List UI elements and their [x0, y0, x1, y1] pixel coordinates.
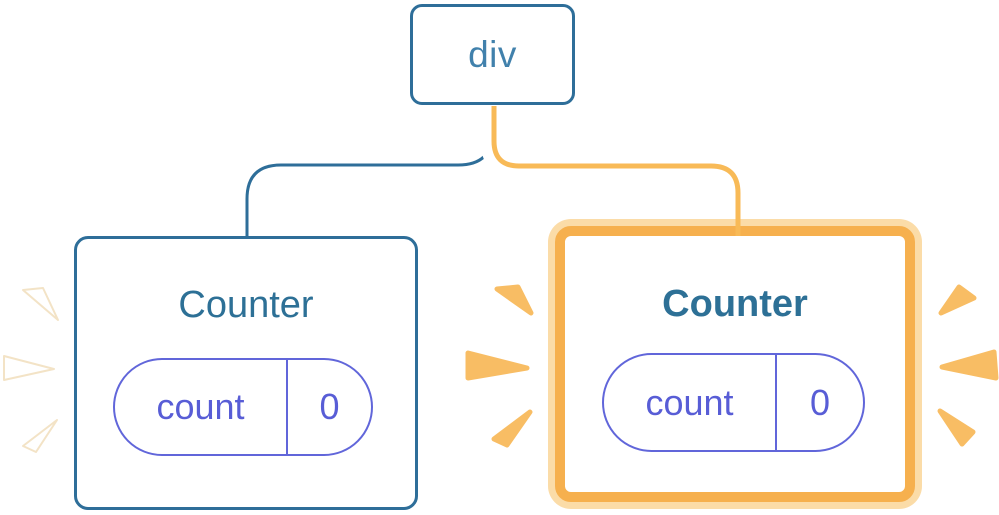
spark-icon [491, 409, 533, 448]
edge-to-left-counter [245, 104, 495, 239]
spark-icon [938, 284, 977, 316]
spark-icon [22, 287, 59, 321]
spark-icon [3, 355, 55, 381]
root-node-card: div [410, 4, 575, 105]
left-burst-icon [3, 287, 59, 453]
left-counter-title: Counter [178, 284, 314, 326]
left-counter-card: Counter count 0 [74, 236, 418, 510]
root-node-label: div [468, 33, 517, 75]
state-key-label: count [115, 360, 288, 454]
right-counter-card: Counter count 0 [555, 226, 915, 502]
spark-icon [22, 419, 58, 453]
right-state-pill: count 0 [602, 353, 865, 452]
spark-icon [465, 350, 530, 381]
inner-burst-icon [465, 284, 534, 448]
right-counter-title: Counter [662, 283, 808, 325]
left-state-pill: count 0 [113, 358, 373, 456]
edge-to-right-counter [491, 106, 741, 224]
edge-highlight-casing [480, 104, 752, 221]
right-burst-icon [937, 284, 999, 447]
spark-icon [939, 349, 999, 381]
state-value-label: 0 [319, 386, 340, 427]
state-value-label: 0 [809, 381, 831, 423]
spark-icon [494, 284, 534, 316]
state-key-label: count [604, 355, 777, 450]
spark-icon [937, 408, 976, 447]
